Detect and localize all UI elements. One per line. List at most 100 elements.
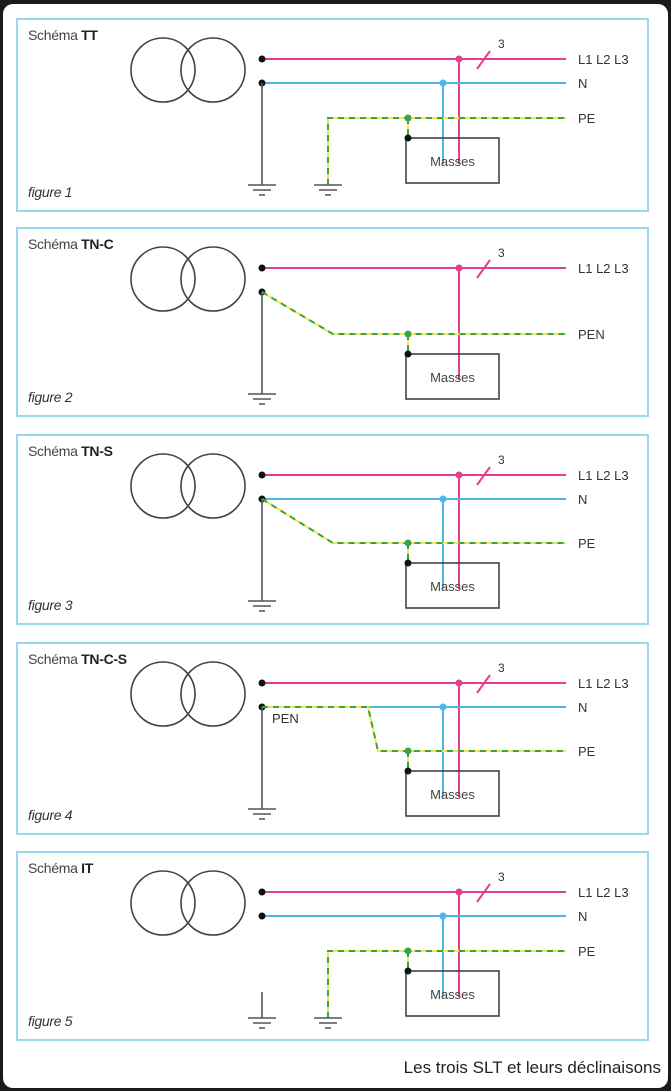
masses-label: Masses [430,787,475,802]
schema-system: TN-C [81,236,114,252]
pe-label: PE [578,536,596,551]
phase-terminal [258,264,266,272]
masses-box [405,770,500,817]
pe-conductor-yellow [327,950,566,1018]
transformer-primary-coil-icon [130,453,196,519]
panel-tn-c: 3 L1 L2 L3 PEN Masses Schéma TN-C figure 2 [16,227,649,417]
schema-system: TN-C-S [81,651,127,667]
schema-prefix: Schéma [28,236,78,252]
masses-label: Masses [430,579,475,594]
pe-conductor-green [261,291,566,335]
pen-pe-conductor-yellow [262,706,566,752]
neutral-junction [439,703,447,711]
schema-prefix: Schéma [28,860,78,876]
transformer-primary-coil-icon [130,661,196,727]
masses-terminal [404,767,412,775]
phase-label: L1 L2 L3 [578,261,629,276]
masses-terminal [404,350,412,358]
transformer-primary-coil-icon [130,37,196,103]
pe-junction [404,747,412,755]
phase-count: 3 [498,246,505,260]
figure-label: figure 5 [28,1013,73,1029]
phase-junction [455,55,463,63]
phase-terminal [258,679,266,687]
figure-label: figure 2 [28,389,73,405]
phase-junction [455,888,463,896]
phase-label: L1 L2 L3 [578,52,629,67]
transformer-primary-coil-icon [130,246,196,312]
figure-label: figure 1 [28,184,73,200]
figure-label: figure 3 [28,597,73,613]
schema-prefix: Schéma [28,27,78,43]
pe-junction [404,539,412,547]
three-phase-slash [476,466,491,486]
schema-system: TN-S [81,443,113,459]
diagram-it: 3 L1 L2 L3 N PE Masses [130,870,629,1029]
phase-count: 3 [498,870,505,884]
schema-title: Schéma TN-S [28,443,113,459]
schema-title: Schéma TN-C-S [28,651,127,667]
masses-box [405,562,500,609]
neutral-terminal [258,912,266,920]
pen-label: PEN [272,711,299,726]
phase-label: L1 L2 L3 [578,468,629,483]
pe-label: PE [578,111,596,126]
masses-label: Masses [430,154,475,169]
masses-label: Masses [430,987,475,1002]
panel-tn-s: 3 L1 L2 L3 N PE Masses Schéma TN-S figure 3 [16,434,649,625]
masses-box [405,137,500,184]
phase-label: L1 L2 L3 [578,676,629,691]
phase-junction [455,679,463,687]
masses-terminal [404,134,412,142]
pe-conductor-yellow [327,117,566,185]
pe-junction [404,330,412,338]
transformer-secondary-coil-icon [180,870,246,936]
phase-count: 3 [498,37,505,51]
phase-count: 3 [498,453,505,467]
phase-count: 3 [498,661,505,675]
three-phase-slash [476,883,491,903]
neutral-junction [439,79,447,87]
diagram-tn-s: 3 L1 L2 L3 N PE Masses [130,453,629,612]
pe-label: PE [578,944,596,959]
transformer-secondary-coil-icon [180,661,246,727]
schema-title: Schéma IT [28,860,93,876]
pe-junction [404,947,412,955]
neutral-label: N [578,909,587,924]
schema-prefix: Schéma [28,651,78,667]
phase-terminal [258,888,266,896]
phase-junction [455,264,463,272]
schema-title: Schéma TT [28,27,98,43]
figure-label: figure 4 [28,807,73,823]
schema-system: TT [81,27,98,43]
transformer-secondary-coil-icon [180,453,246,519]
neutral-junction [439,912,447,920]
phase-label: L1 L2 L3 [578,885,629,900]
transformer-secondary-coil-icon [180,246,246,312]
pe-label: PEN [578,327,605,342]
masses-label: Masses [430,370,475,385]
pe-junction [404,114,412,122]
masses-box [405,353,500,400]
three-phase-slash [476,50,491,70]
schema-prefix: Schéma [28,443,78,459]
pen-pe-conductor-green [262,706,566,752]
pe-conductor-yellow [261,291,566,335]
three-phase-slash [476,259,491,279]
three-phase-slash [476,674,491,694]
neutral-label: N [578,76,587,91]
transformer-primary-coil-icon [130,870,196,936]
neutral-label: N [578,492,587,507]
phase-junction [455,471,463,479]
pe-label: PE [578,744,596,759]
masses-box [405,970,500,1017]
schema-system: IT [81,860,93,876]
diagram-tt: 3 L1 L2 L3 N PE Masses [130,37,629,196]
pe-conductor-yellow [261,498,566,544]
panel-it: 3 L1 L2 L3 N PE Masses Schéma IT figure 5 [16,851,649,1041]
phase-terminal [258,471,266,479]
masses-terminal [404,967,412,975]
phase-terminal [258,55,266,63]
